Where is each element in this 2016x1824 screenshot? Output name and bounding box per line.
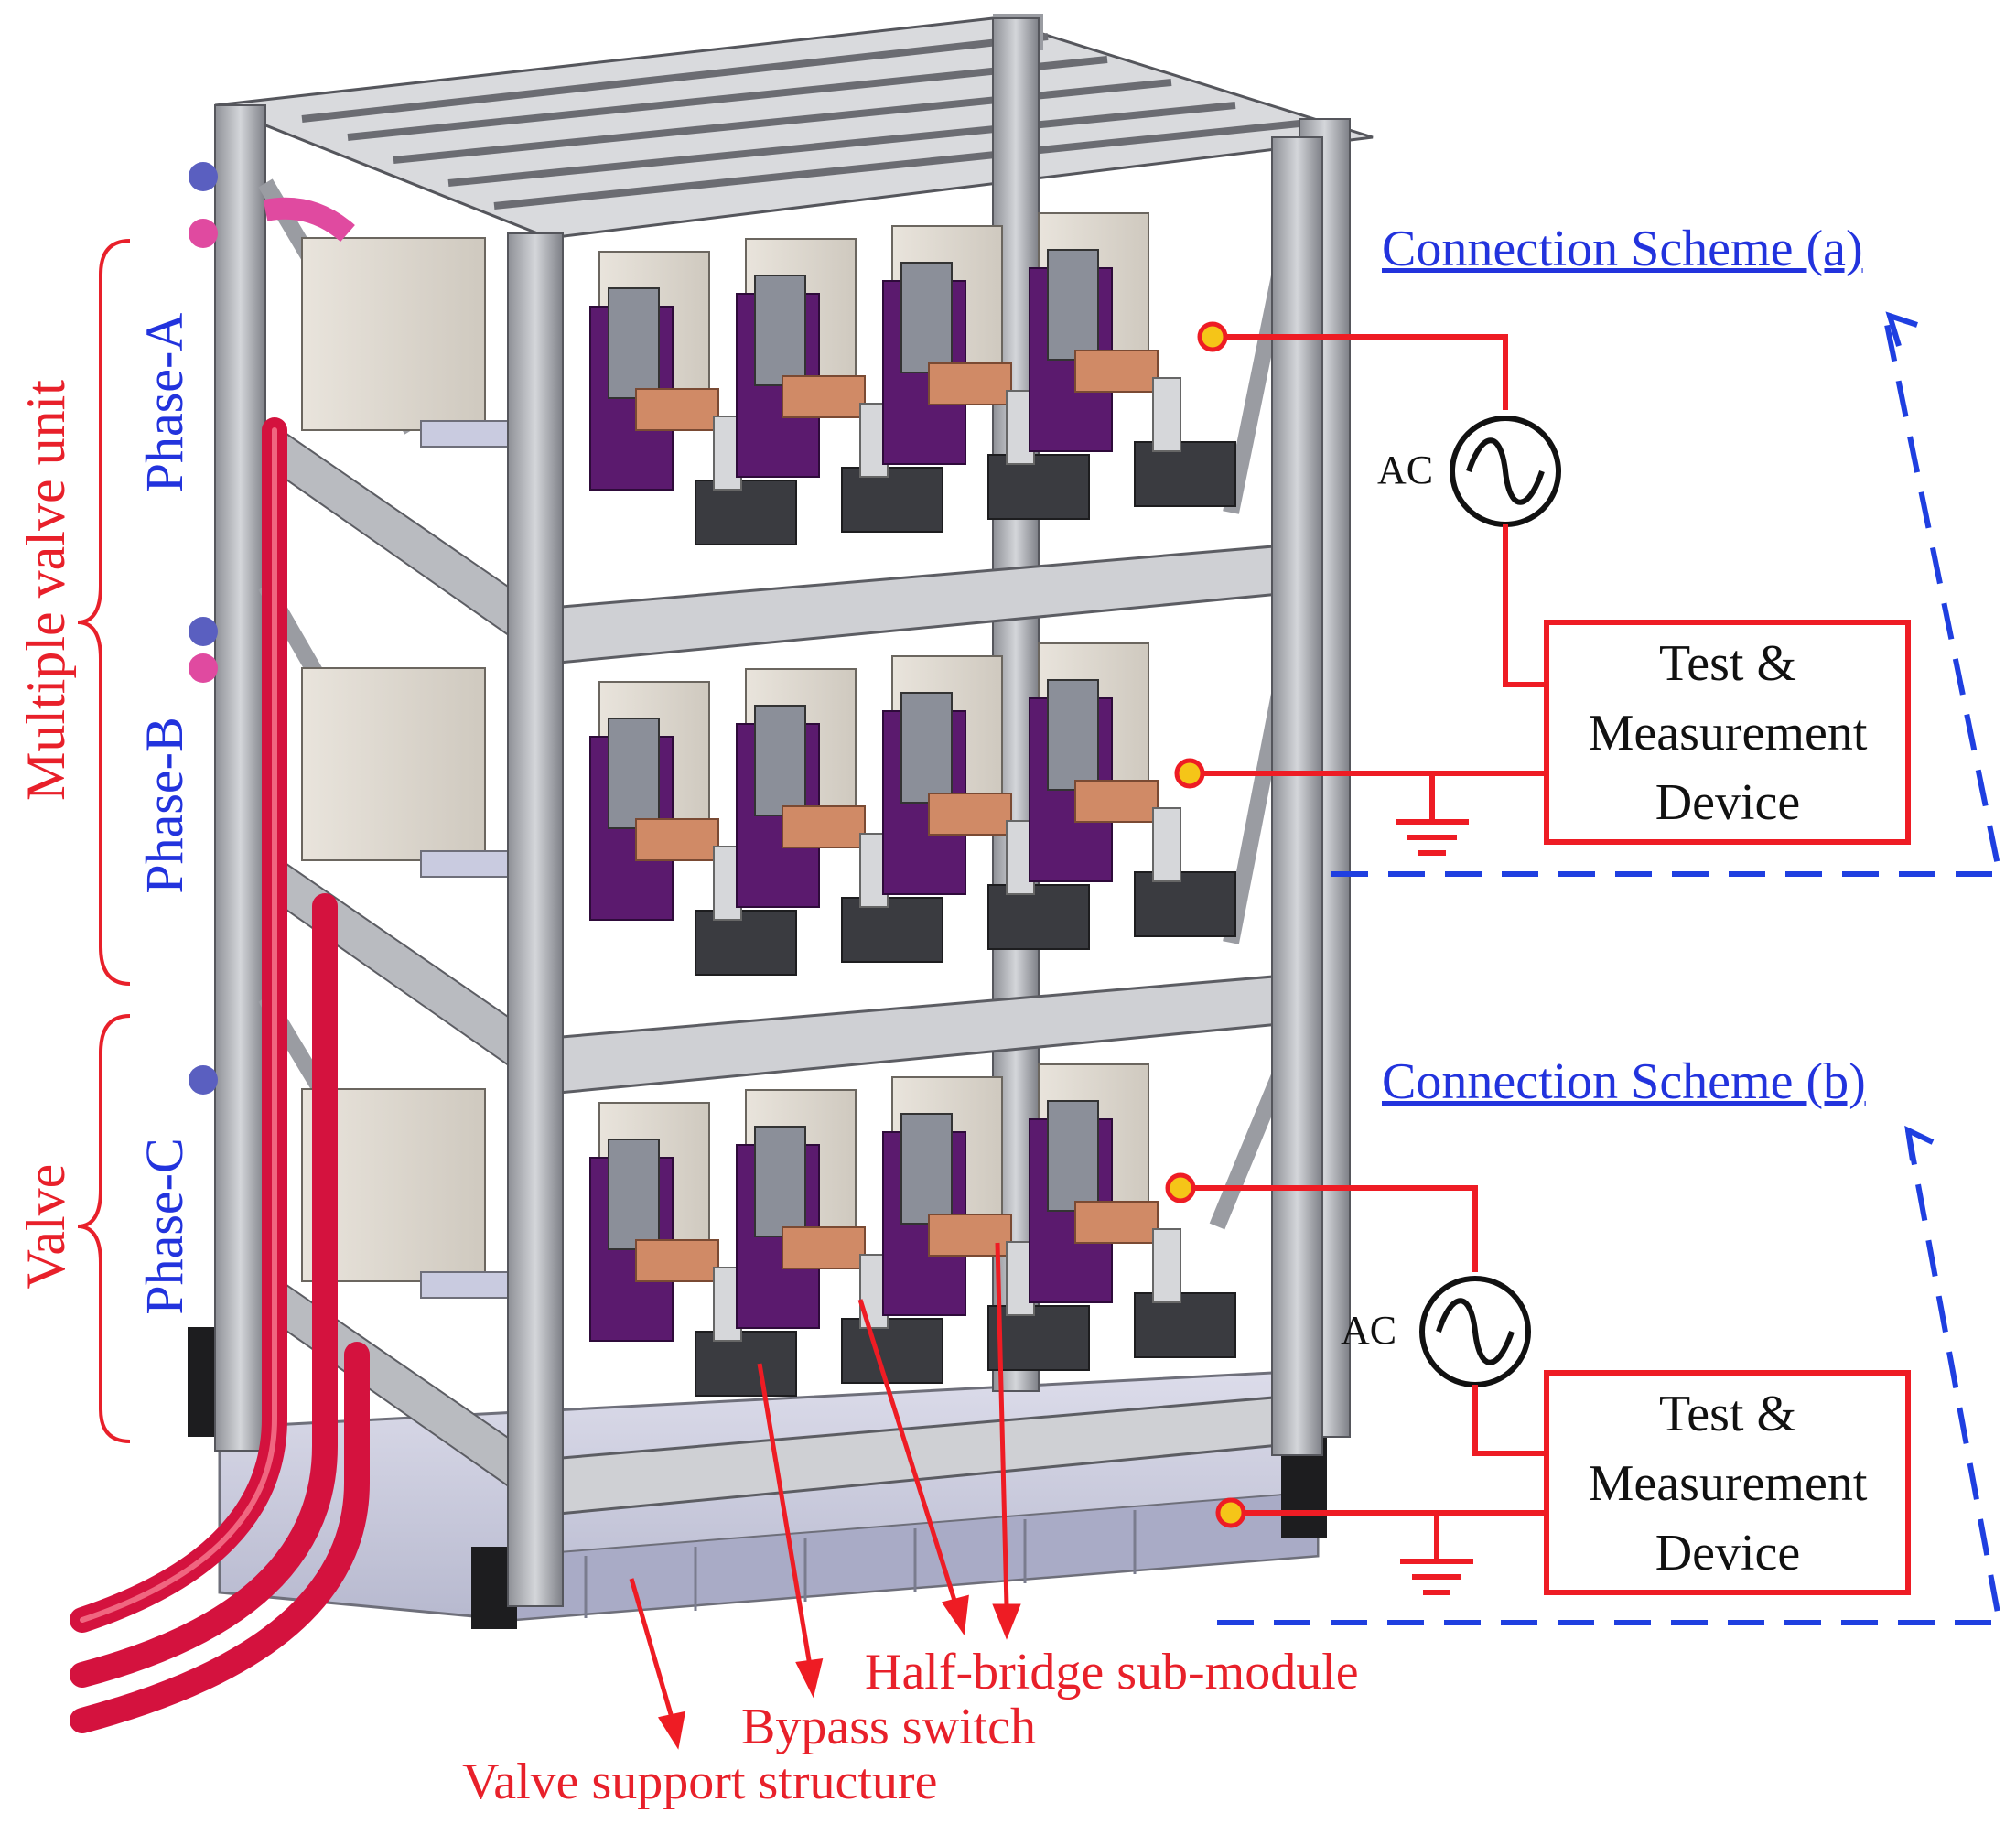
busbar [1074,350,1159,393]
half-bridge-submodule [736,1089,943,1384]
phase-c-label: Phase-C [135,1138,194,1315]
device-a-line-3: Device [1655,774,1801,831]
shelf [538,973,1321,1095]
side-rail [420,1271,513,1299]
rear-capacitor-box [301,237,486,431]
front-frame [507,136,1323,1607]
bypass-switch-block [1134,1292,1236,1358]
igbt-stack [900,262,953,373]
ac-source-a-label: AC [1377,448,1434,492]
bypass-switch-block [695,910,797,976]
red-cables [70,417,370,1733]
igbt-stack [754,705,806,816]
half-bridge-submodule [589,681,797,976]
bypass-switch-block [841,897,943,963]
busbar [782,375,866,418]
busbar [928,793,1012,836]
half-bridge-submodule [736,238,943,533]
shelf [538,543,1321,665]
bypass-switch-block [695,480,797,545]
bypass-switch-block [987,884,1090,950]
half-bridge-label: Half-bridge sub-module [865,1644,1359,1700]
driver-board [1152,1228,1181,1303]
busbar [635,388,719,431]
bypass-switch-block [841,467,943,533]
igbt-stack [754,275,806,386]
busbar [782,1226,866,1269]
busbar [782,805,866,848]
connection-scheme-a-title: Connection Scheme (a) [1382,221,1863,277]
tier-phase-b [274,642,1321,1096]
half-bridge-submodule [1029,1063,1236,1358]
phase-b-label: Phase-B [135,717,194,894]
igbt-stack [608,718,660,829]
igbt-stack [608,287,660,399]
igbt-stack [900,692,953,804]
scheme-b-circuit [1165,1125,2003,1625]
scheme-a-circuit [1174,311,2003,877]
valve-tiers [274,212,1321,1517]
half-bridge-submodule [1029,642,1236,937]
bypass-switch-block [1134,441,1236,507]
side-rail [420,420,513,448]
device-b-line-3: Device [1655,1525,1801,1581]
valve-label: Valve [16,1163,76,1290]
device-b-line-2: Measurement [1588,1455,1868,1512]
bypass-switch-block [987,454,1090,520]
busbar [1074,780,1159,823]
igbt-stack [1047,1100,1099,1212]
device-a-text: Test & Measurement Device [1549,629,1906,837]
device-b-line-1: Test & [1658,1386,1797,1442]
bypass-switch-label: Bypass switch [741,1699,1036,1755]
half-bridge-submodule [882,225,1090,520]
device-a-line-2: Measurement [1588,705,1868,761]
bracket-valve [77,1014,131,1443]
half-bridge-submodule [882,1076,1090,1371]
busbar [635,1239,719,1282]
top-deck [214,14,1374,240]
tier-phase-c [274,1063,1321,1517]
device-a-line-1: Test & [1658,635,1797,692]
bypass-switch-block [841,1318,943,1384]
bypass-switch-block [695,1331,797,1397]
busbar [635,818,719,861]
coolant-pipes [189,162,355,1095]
half-bridge-submodule [1029,212,1236,507]
device-b-text: Test & Measurement Device [1549,1379,1906,1588]
driver-board [1152,377,1181,452]
busbar [1074,1201,1159,1244]
valve-support-label: Valve support structure [462,1754,938,1810]
side-rail [420,850,513,878]
driver-board [1152,807,1181,882]
half-bridge-submodule [589,251,797,545]
tier-phase-a [274,212,1321,666]
multiple-valve-unit-label: Multiple valve unit [16,380,76,801]
phase-a-label: Phase-A [135,312,194,493]
igbt-stack [900,1113,953,1225]
rear-capacitor-box [301,667,486,861]
ac-source-b-label: AC [1341,1308,1397,1353]
annotation-arrows [629,1242,1021,1750]
igbt-stack [1047,249,1099,361]
bypass-switch-block [987,1305,1090,1371]
igbt-stack [754,1126,806,1237]
bypass-switch-block [1134,871,1236,937]
half-bridge-submodule [589,1102,797,1397]
igbt-stack [608,1139,660,1250]
igbt-stack [1047,679,1099,791]
busbar [928,362,1012,405]
connection-scheme-b-title: Connection Scheme (b) [1382,1053,1866,1110]
bracket-multiple-valve-unit [77,239,131,986]
